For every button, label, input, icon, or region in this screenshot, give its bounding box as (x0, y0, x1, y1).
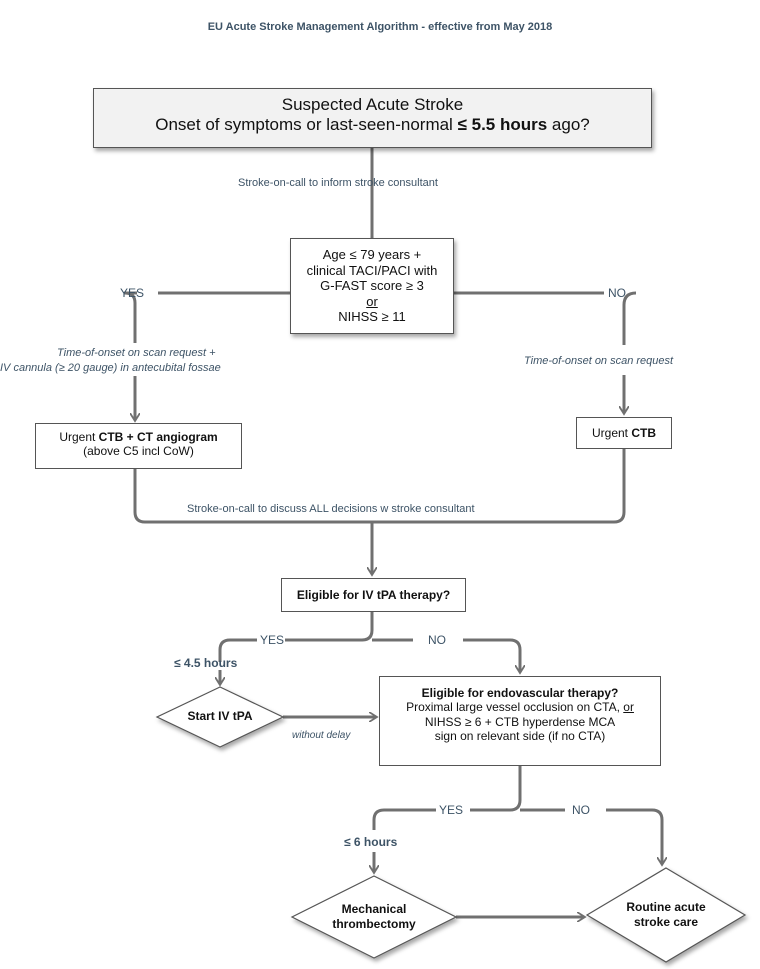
time-4-5-hours: ≤ 4.5 hours (174, 656, 238, 670)
ctb-cta-box: Urgent CTB + CT angiogram (above C5 incl… (35, 423, 242, 469)
ctb-cta-pre: Urgent (59, 430, 99, 444)
left-note-line2: IV cannula (≥ 20 gauge) in antecubital f… (0, 362, 221, 374)
yes-label-2: YES (260, 633, 285, 647)
yes-label-3: YES (439, 803, 464, 817)
connector-yes-down (123, 291, 137, 343)
evt-or: or (623, 700, 634, 715)
ctb-bold: CTB (631, 426, 657, 440)
suspected-stroke-box: Suspected Acute Stroke Onset of symptoms… (93, 88, 652, 148)
no-label-2: NO (428, 633, 446, 647)
no-label-1: NO (608, 286, 626, 300)
endovascular-box: Eligible for endovascular therapy? Proxi… (379, 676, 661, 766)
start-line1: Suspected Acute Stroke (281, 95, 464, 114)
evt-line3: NIHSS ≥ 6 + CTB hyperdense MCA (424, 714, 616, 729)
time-6-hours: ≤ 6 hours (344, 835, 398, 849)
routine-care-label: Routine acute stroke care (606, 900, 726, 930)
routine-care-diamond (585, 867, 747, 963)
criteria-line1: Age ≤ 79 years + (322, 247, 422, 262)
evt-line2-text: Proximal large vessel occlusion on CTA, (406, 700, 624, 715)
page-title: EU Acute Stroke Management Algorithm - e… (207, 21, 553, 33)
right-note: Time-of-onset on scan request (524, 355, 674, 367)
ctb-box: Urgent CTB (576, 417, 672, 449)
start-line2-end: ago? (547, 115, 590, 135)
criteria-or: or (366, 293, 378, 309)
routine-line1: Routine acute (626, 900, 706, 914)
connector-tpa-no (372, 638, 520, 672)
evt-line4: sign on relevant side (if no CTA) (434, 729, 606, 744)
ctb-cta-bold: CTB + CT angiogram (98, 430, 218, 444)
thrombectomy-label: Mechanical thrombectomy (314, 902, 434, 932)
evt-title: Eligible for endovascular therapy? (380, 686, 660, 700)
criteria-line5: NIHSS ≥ 11 (338, 309, 406, 325)
eligible-tpa-box: Eligible for IV tPA therapy? (281, 578, 466, 612)
criteria-box: Age ≤ 79 years + clinical TACI/PACI with… (290, 238, 454, 334)
ctb-pre: Urgent (591, 426, 632, 440)
yes-label-1: YES (120, 286, 145, 300)
without-delay-label: without delay (292, 730, 351, 741)
connector-no-down (622, 291, 637, 345)
thrombectomy-line2: thrombectomy (332, 917, 416, 931)
ctb-cta-line2: (above C5 incl CoW) (83, 444, 194, 459)
connector-evt-no (520, 808, 662, 864)
criteria-line4: or (291, 294, 453, 310)
start-tpa-label: Start IV tPA (187, 709, 253, 723)
start-line2-bold: ≤ 5.5 hours (457, 115, 548, 135)
inform-consultant-label: Stroke-on-call to inform stroke consulta… (238, 177, 438, 189)
left-note-line1: Time-of-onset on scan request + (57, 347, 216, 359)
start-line2-text: Onset of symptoms or last-seen-normal (155, 115, 458, 135)
ctb-cta-line1: Urgent CTB + CT angiogram (36, 430, 241, 444)
eligible-tpa-text: Eligible for IV tPA therapy? (296, 588, 451, 602)
connector-evt-yes (372, 766, 522, 830)
thrombectomy-line1: Mechanical (341, 902, 407, 916)
start-line2: Onset of symptoms or last-seen-normal ≤ … (94, 115, 651, 135)
evt-title-text: Eligible for endovascular therapy? (421, 686, 619, 700)
criteria-line2: clinical TACI/PACI with (306, 262, 438, 278)
routine-line2: stroke care (633, 915, 699, 929)
evt-line2: Proximal large vessel occlusion on CTA, … (380, 700, 660, 714)
connector-merge (133, 449, 626, 524)
thrombectomy-diamond (290, 875, 458, 959)
criteria-line3: G-FAST score ≥ 3 (320, 278, 424, 294)
no-label-3: NO (572, 803, 590, 817)
discuss-decisions-label: Stroke-on-call to discuss ALL decisions … (187, 503, 475, 515)
start-tpa-diamond (155, 686, 285, 748)
connector-tpa-yes (218, 612, 374, 662)
